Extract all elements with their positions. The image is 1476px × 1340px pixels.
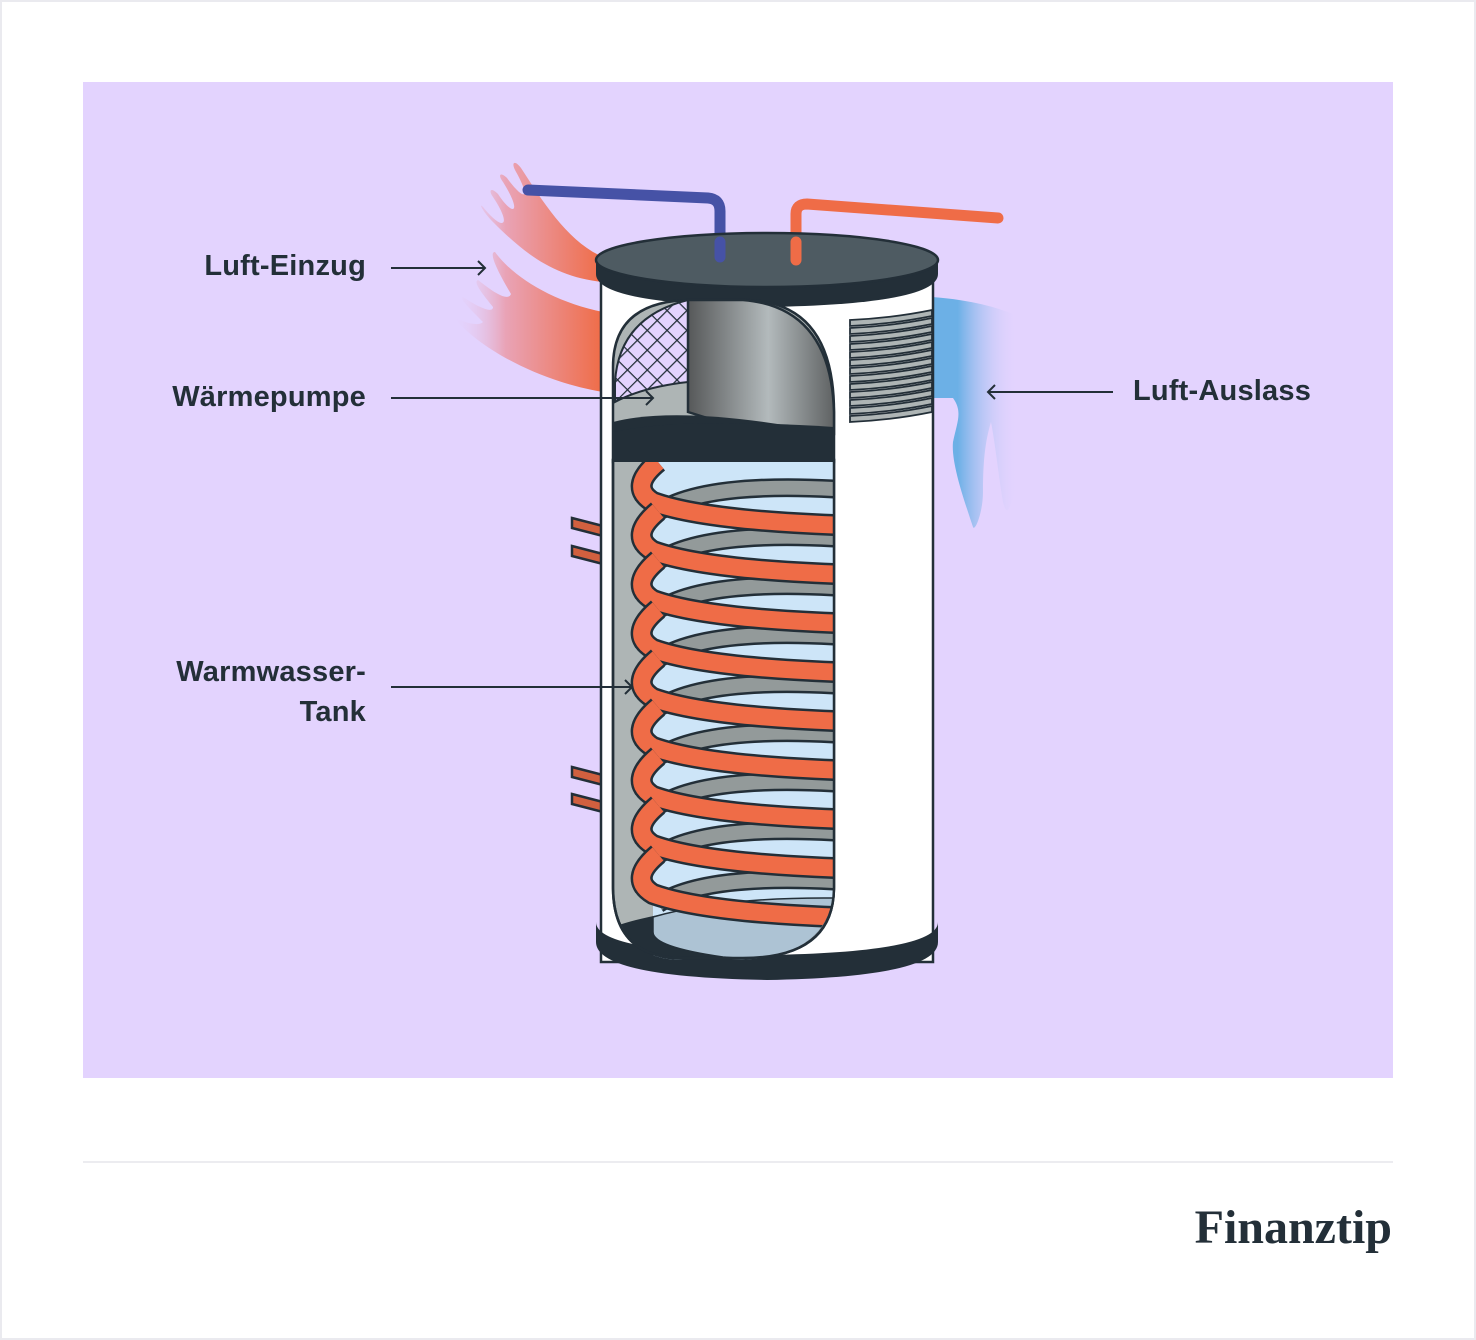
- label-heat-pump: Wärmepumpe: [172, 381, 366, 413]
- label-hot-water-tank-line2: Tank: [299, 696, 366, 728]
- leader-lines: [391, 260, 1113, 695]
- grille-slat: [849, 348, 933, 367]
- grille-slat: [849, 340, 933, 359]
- illustration-panel: Luft-Einzug Wärmepumpe Warmwasser- Tank …: [83, 82, 1393, 1078]
- grille-slat: [849, 356, 933, 375]
- grille-slat: [849, 380, 933, 399]
- heating-coil-turn: [633, 553, 834, 632]
- hot-water-pipe: [790, 198, 1004, 266]
- label-air-outlet: Luft-Auslass: [1133, 375, 1312, 407]
- air-outlet-plume: [932, 297, 1018, 528]
- tank-base: [596, 922, 938, 980]
- grille-slat: [849, 332, 933, 351]
- grille-slat: [849, 396, 933, 415]
- heating-coil-turn: [633, 504, 834, 583]
- air-intake-plume: [453, 162, 603, 392]
- grille-slat: [849, 404, 933, 423]
- label-air-intake: Luft-Einzug: [204, 250, 366, 282]
- heating-coil-turn: [633, 847, 834, 926]
- heating-coil-turn: [633, 602, 834, 681]
- cold-water-pipe: [522, 184, 726, 263]
- side-connection-stubs: [570, 516, 605, 814]
- fan-grille: [849, 308, 933, 423]
- heating-coil-turn: [633, 749, 834, 828]
- grille-slat: [849, 372, 933, 391]
- tank-lid: [594, 231, 940, 289]
- heat-pump-illustration: [391, 162, 1113, 980]
- brand-logo: Finanztip: [1194, 1201, 1392, 1254]
- heating-coil: [630, 462, 834, 928]
- label-hot-water-tank: Warmwasser- Tank: [176, 652, 366, 732]
- heating-coil-turn: [633, 798, 834, 877]
- grille-slat: [849, 364, 933, 383]
- heating-coil-turn: [633, 651, 834, 730]
- grille-slat: [849, 388, 933, 407]
- grille-slat: [849, 316, 933, 335]
- heating-coil-turn: [633, 462, 834, 534]
- footer-divider: [83, 1161, 1393, 1163]
- heating-coil-turn: [633, 700, 834, 779]
- grille-slat: [849, 308, 933, 327]
- label-hot-water-tank-line1: Warmwasser-: [176, 656, 366, 688]
- grille-slat: [849, 324, 933, 343]
